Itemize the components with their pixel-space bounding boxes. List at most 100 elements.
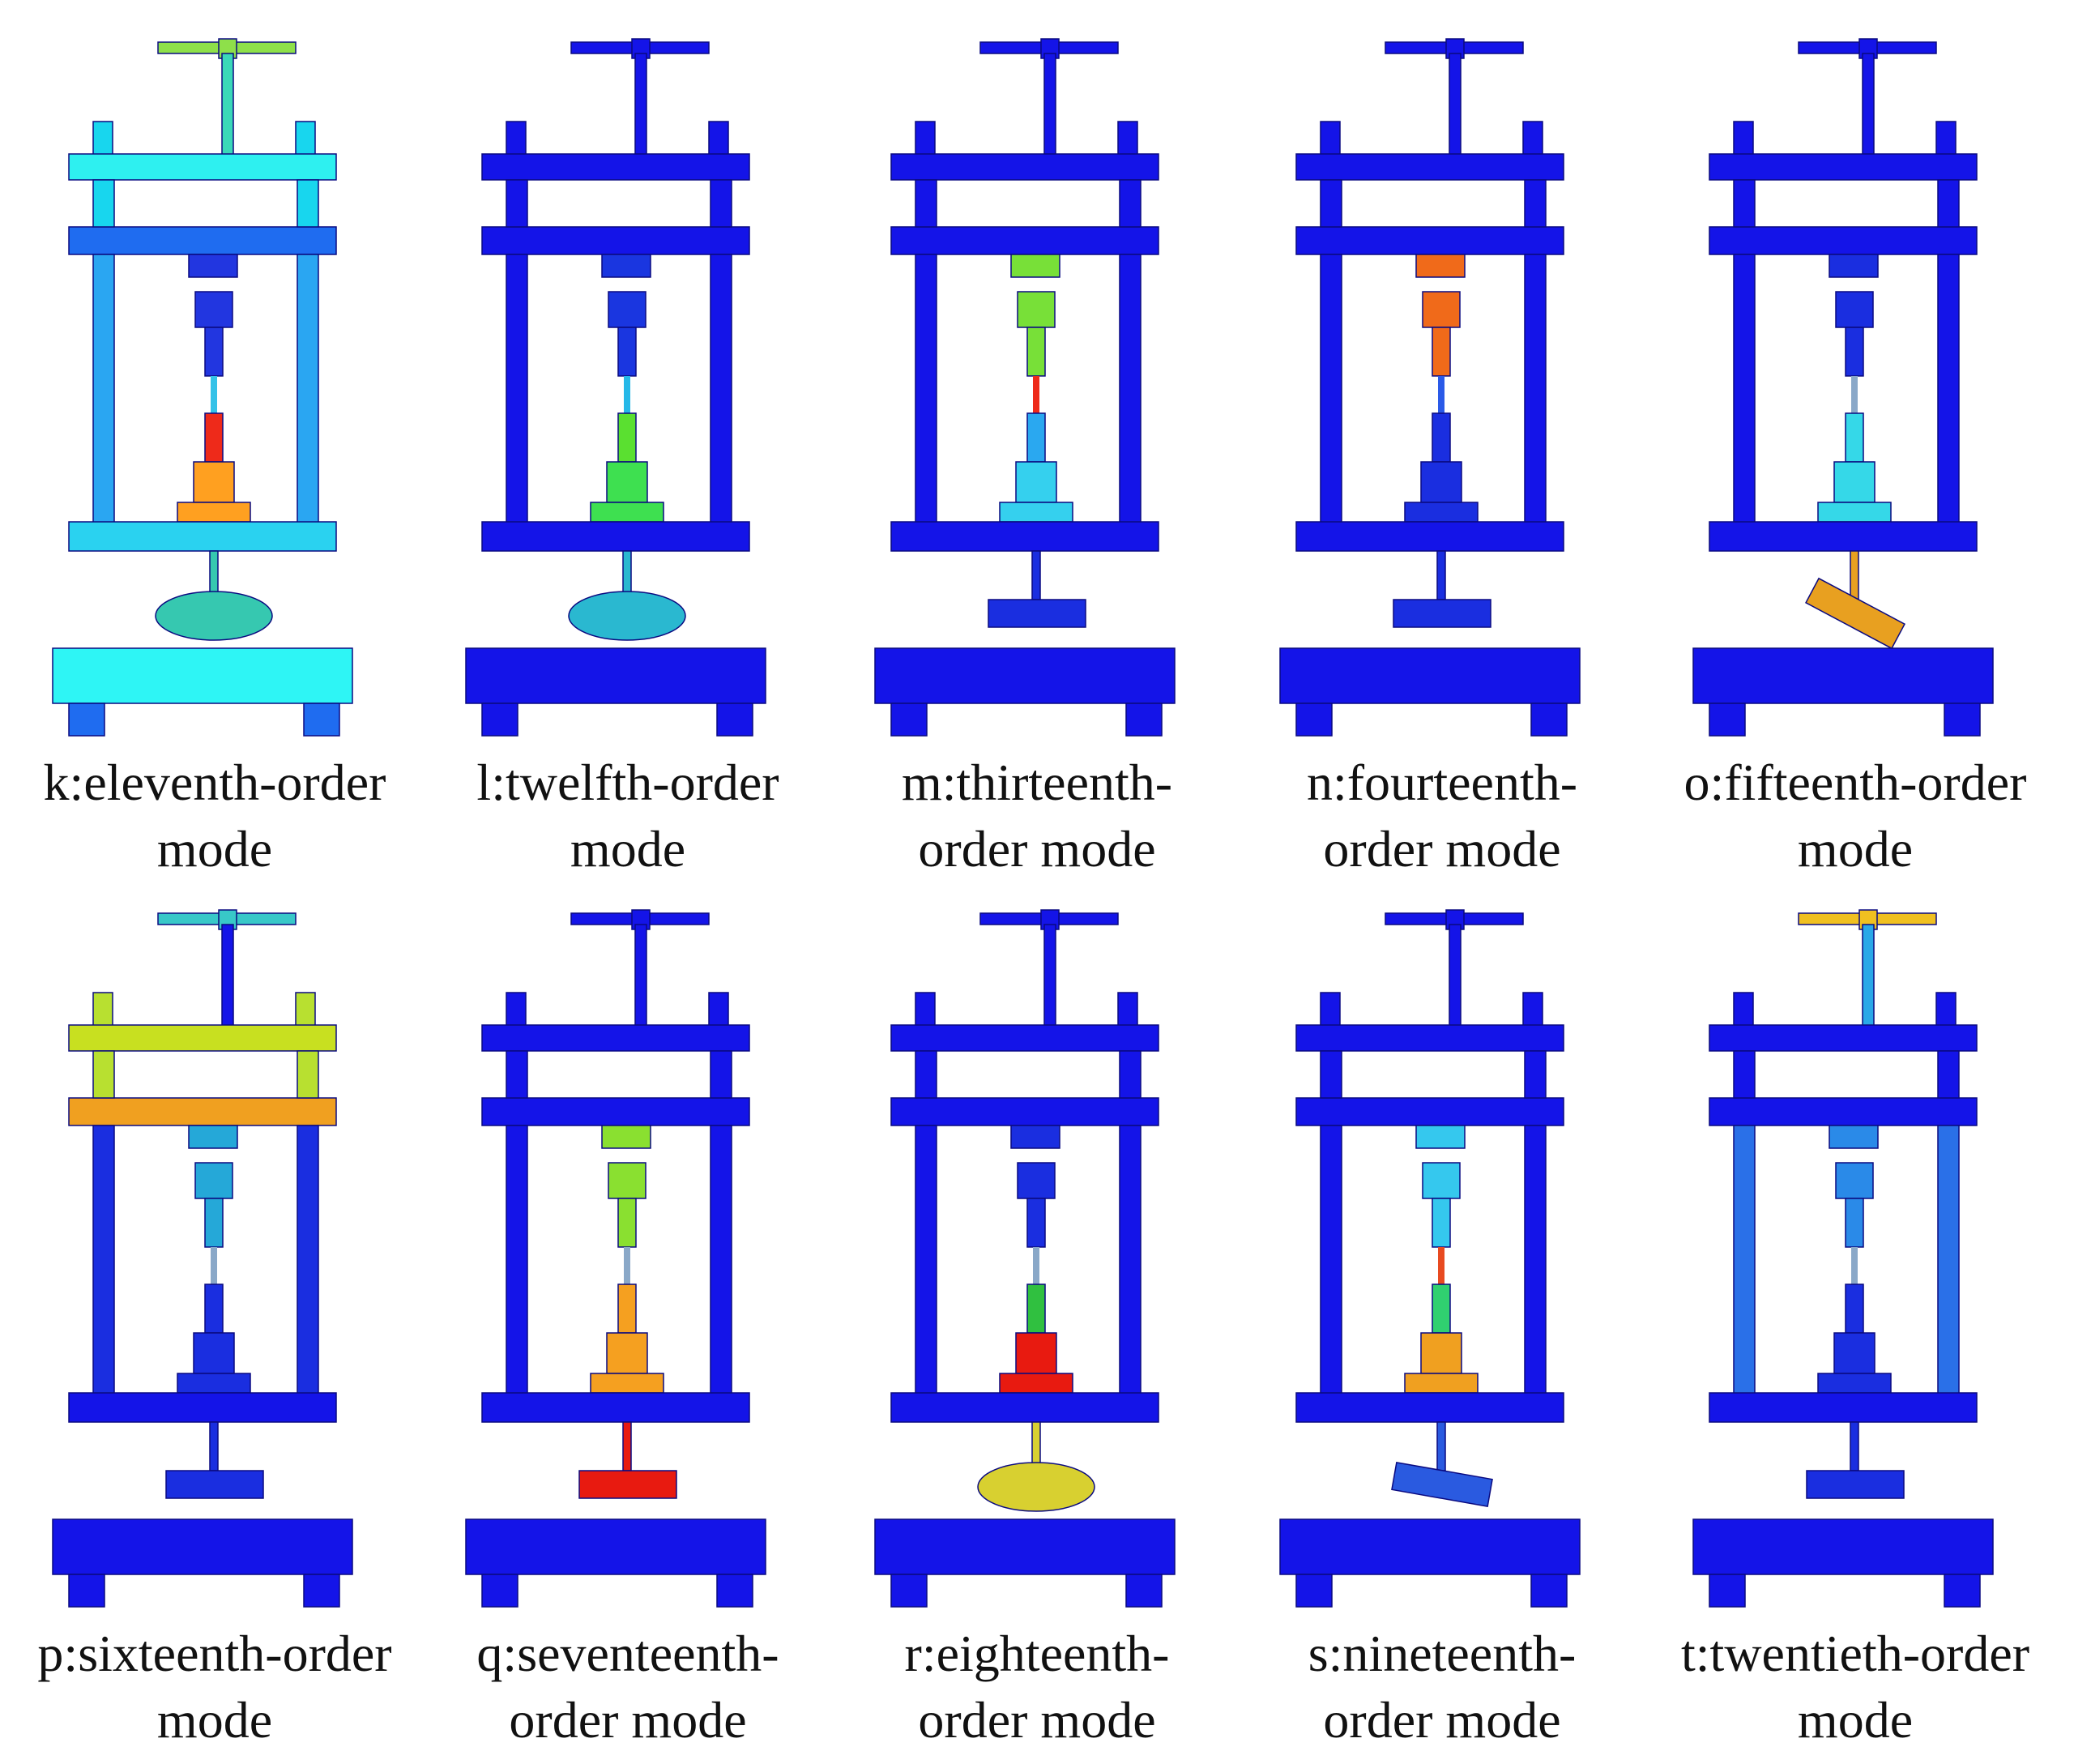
upper-grip [617,327,637,377]
mode-shape-figure [12,903,417,1617]
upper-clamp-head [188,254,238,278]
mode-panel-t: t:twentieth-order mode [1653,903,2058,1762]
foot-left [1709,1574,1746,1608]
lower-grip [1026,412,1046,463]
column-right-upper [1937,1050,1960,1099]
middle-crossbeam [1709,226,1978,255]
mode-panel-s: s:nineteenth- order mode [1240,903,1645,1762]
mode-caption: n:fourteenth- order mode [1306,754,1578,878]
weight-disk [977,1462,1095,1512]
foot-left [481,1574,518,1608]
middle-crossbeam [68,226,337,255]
test-rig-drawing [52,38,353,737]
mode-panel-l: l:twelfth-order mode [425,32,830,891]
lower-clamp-jaws [177,1373,251,1394]
upper-crossbeam [1295,1024,1564,1052]
weight-rod [622,1421,632,1471]
upper-crossbeam [1295,153,1564,181]
column-left-upper [92,1050,115,1099]
foot-right [303,1574,340,1608]
column-right-upper [1937,179,1960,228]
weight-rod [1850,550,1859,600]
lower-crossbeam [481,521,750,552]
column-left-lower [1320,1125,1342,1418]
foot-left [890,703,928,737]
upper-grip [1432,327,1451,377]
mode-panel-o: o:fifteenth-order mode [1653,32,2058,891]
column-right-lower [297,254,319,547]
column-left-lower [92,254,115,547]
lower-clamp-jaws [590,1373,664,1394]
base-frame [52,647,353,704]
upper-grip [1845,1198,1864,1248]
lower-crossbeam [1295,521,1564,552]
upper-clamp-head [1829,1125,1879,1149]
mode-shape-figure [834,903,1240,1617]
test-rig-drawing [1279,909,1581,1608]
lower-crossbeam [68,521,337,552]
lower-clamp-jaws [1404,502,1479,523]
test-rig-drawing [874,909,1176,1608]
column-left-upper [915,179,937,228]
mode-shape-figure [834,32,1240,745]
column-left-lower [1733,254,1756,547]
base-frame [465,1518,766,1575]
column-left-lower [506,254,528,547]
upper-clamp-head [1010,254,1060,278]
mode-caption: m:thirteenth- order mode [901,754,1173,878]
lower-grip [617,1283,637,1334]
column-left-upper [1320,1050,1342,1099]
column-left-lower [915,1125,937,1418]
weight-block [1806,1470,1905,1499]
mode-shape-figure [1240,32,1645,745]
base-frame [1692,1518,1994,1575]
column-right-lower [710,254,732,547]
weight-disk [568,591,686,641]
lower-clamp-jaws [1817,502,1892,523]
upper-clamp-head [188,1125,238,1149]
mode-caption: q:seventeenth- order mode [476,1625,779,1749]
upper-crossbeam [481,1024,750,1052]
column-left-lower [1320,254,1342,547]
mode-panel-p: p:sixteenth-order mode [12,903,417,1762]
upper-clamp-body [1835,291,1874,328]
column-left-upper [915,1050,937,1099]
test-rig-drawing [1692,909,1994,1608]
upper-clamp-head [601,254,651,278]
lower-clamp-body [606,461,648,503]
column-right-upper [710,1050,732,1099]
upper-crossbeam [68,153,337,181]
column-right-lower [1937,1125,1960,1418]
test-rig-drawing [465,38,766,737]
weight-block [1805,577,1905,650]
column-right-lower [1524,254,1547,547]
base-frame [1279,1518,1581,1575]
weight-block [988,599,1086,628]
lower-grip [1432,1283,1451,1334]
lower-grip [1845,412,1864,463]
lower-crossbeam [1709,521,1978,552]
upper-clamp-head [1010,1125,1060,1149]
column-right-lower [1119,1125,1142,1418]
test-rig-drawing [874,38,1176,737]
column-left-upper [92,179,115,228]
weight-block [578,1470,677,1499]
mode-caption: s:nineteenth- order mode [1308,1625,1577,1749]
upper-clamp-head [1415,1125,1466,1149]
middle-crossbeam [890,1097,1159,1126]
upper-crossbeam [890,1024,1159,1052]
lower-clamp-body [1015,1332,1057,1374]
base-frame [465,647,766,704]
base-frame [1692,647,1994,704]
lower-grip [204,1283,224,1334]
lower-clamp-body [1420,1332,1462,1374]
foot-right [1125,703,1163,737]
upper-clamp-body [1017,291,1056,328]
upper-grip [204,327,224,377]
column-right-upper [710,179,732,228]
upper-clamp-body [1017,1162,1056,1199]
foot-left [1709,703,1746,737]
column-left-upper [1733,1050,1756,1099]
foot-left [68,703,105,737]
mode-caption: k:eleventh-order mode [43,754,386,878]
